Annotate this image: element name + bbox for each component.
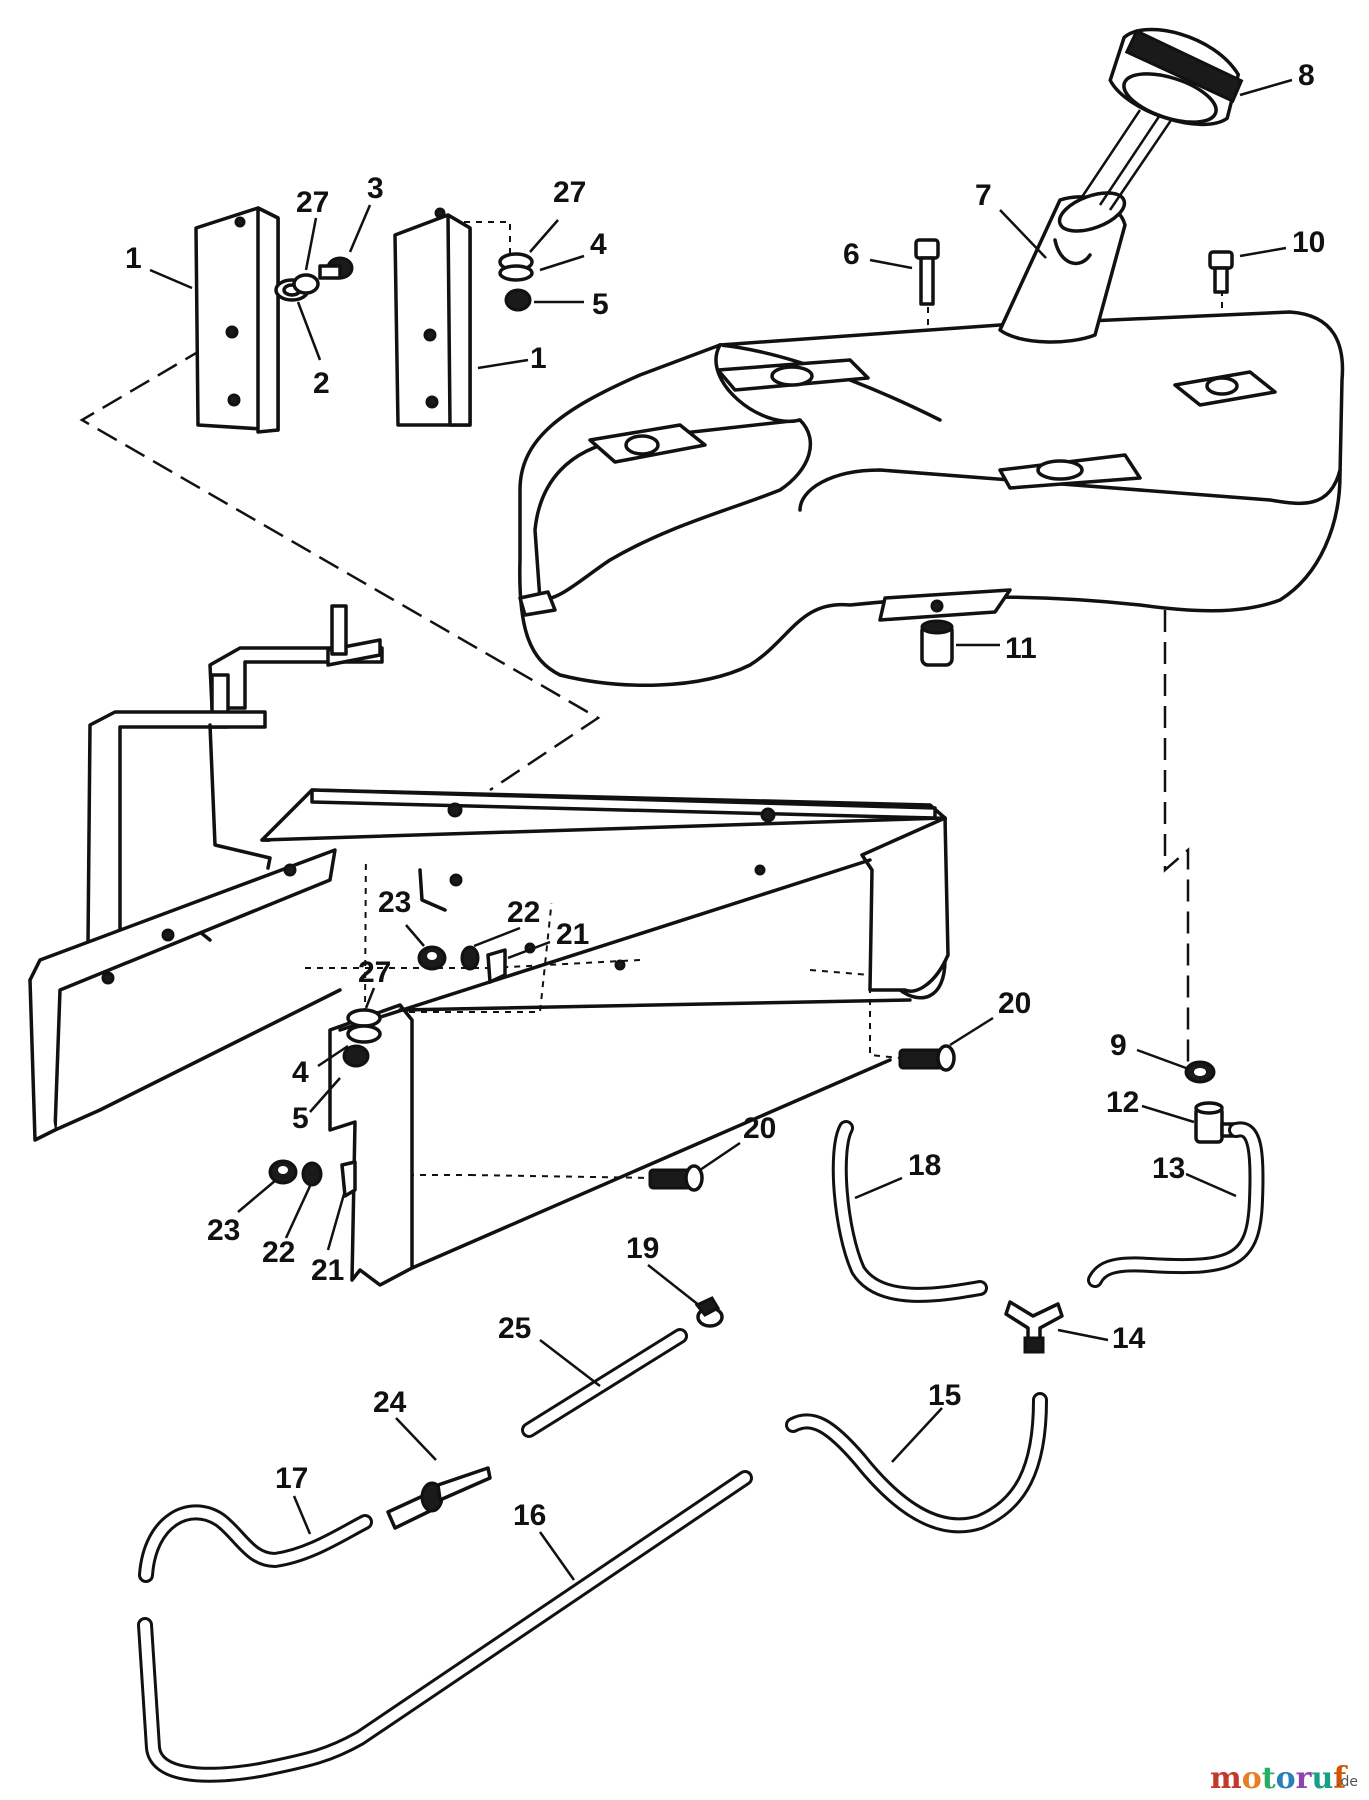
callout-17: 17 [275,1462,308,1495]
callout-13: 13 [1152,1152,1185,1185]
callout-22a: 22 [507,896,540,929]
hose-13 [1087,1121,1265,1288]
nut-5b [342,1044,370,1068]
clip-21b [340,1160,357,1198]
watermark-letter: u [1311,1761,1333,1796]
callout-8: 8 [1298,59,1315,92]
nut-5a [504,288,532,312]
callout-9: 9 [1110,1029,1127,1062]
lockwasher-27a [292,273,320,295]
clip-21a [486,948,507,984]
callout-27c: 27 [358,956,391,989]
callout-12: 12 [1106,1086,1139,1119]
callout-5b: 5 [292,1102,309,1135]
hose-15 [785,1392,1048,1534]
watermark-letter: f [1333,1761,1348,1796]
callout-14: 14 [1112,1322,1146,1355]
screw-20a [898,1044,956,1072]
callout-1a: 1 [125,242,142,275]
watermark-suffix: .de [1336,1774,1358,1790]
callout-2: 2 [313,367,330,400]
clamp-19 [694,1296,724,1328]
callout-10: 10 [1292,226,1325,259]
callout-15: 15 [928,1379,961,1412]
callout-24: 24 [373,1386,407,1419]
bracket-right [393,207,472,427]
callout-20a: 20 [998,987,1031,1020]
nut-23a [417,945,447,971]
chassis-plate [28,788,950,1287]
washer-22b [301,1161,323,1187]
callout-1b: 1 [530,342,547,375]
watermark-letter: r [1296,1761,1313,1796]
svg-text:motoruf: motoruf [1210,1761,1348,1796]
hose-17 [138,1504,373,1583]
tube-25 [521,1328,688,1438]
washer-22a [460,945,480,971]
screw-20b [648,1164,704,1192]
bracket-left [194,206,280,434]
callout-19: 19 [626,1232,659,1265]
gauge-cap [1108,27,1244,127]
tube-16 [137,1470,753,1783]
fuel-tank [518,310,1345,687]
callout-4b: 4 [292,1056,309,1089]
watermark-logo: motoruf .de [1210,1761,1358,1796]
callout-27b: 27 [553,176,586,209]
callout-16: 16 [513,1499,546,1532]
gauge-rods [1078,109,1180,211]
watermark-letter: o [1276,1761,1296,1796]
callout-3: 3 [367,172,384,205]
callout-20b: 20 [743,1112,776,1145]
callout-23b: 23 [207,1214,240,1247]
valve-12 [1194,1101,1238,1144]
callout-11: 11 [1005,632,1037,665]
y-connector-14 [1004,1300,1064,1354]
spacer-11 [920,619,954,667]
callout-7: 7 [975,179,992,212]
gasket-9 [1184,1060,1216,1084]
callout-27a: 27 [296,186,329,219]
screw-10 [1208,250,1234,294]
callout-23a: 23 [378,886,411,919]
callout-21b: 21 [311,1254,344,1287]
callout-6: 6 [843,238,860,271]
callout-18: 18 [908,1149,941,1182]
watermark-letter: t [1262,1761,1276,1796]
callout-5a: 5 [592,288,609,321]
lockwasher-27c [346,1008,382,1044]
hose-18 [831,1120,988,1303]
nut-23b [268,1159,298,1185]
callout-22b: 22 [262,1236,295,1269]
callouts: 1 27 3 2 1 27 4 5 6 7 8 10 11 23 22 21 2… [125,59,1325,1532]
lockwasher-27b [498,252,534,282]
watermark-letter: o [1242,1761,1262,1796]
screw-6 [914,238,940,306]
callout-25: 25 [498,1312,531,1345]
watermark-letter: m [1210,1761,1242,1796]
callout-4a: 4 [590,228,607,261]
fitting-24 [386,1466,492,1530]
screw-3 [318,256,354,280]
leader-lines [149,78,1293,1581]
callout-21a: 21 [556,918,589,951]
filler-neck [998,191,1127,344]
